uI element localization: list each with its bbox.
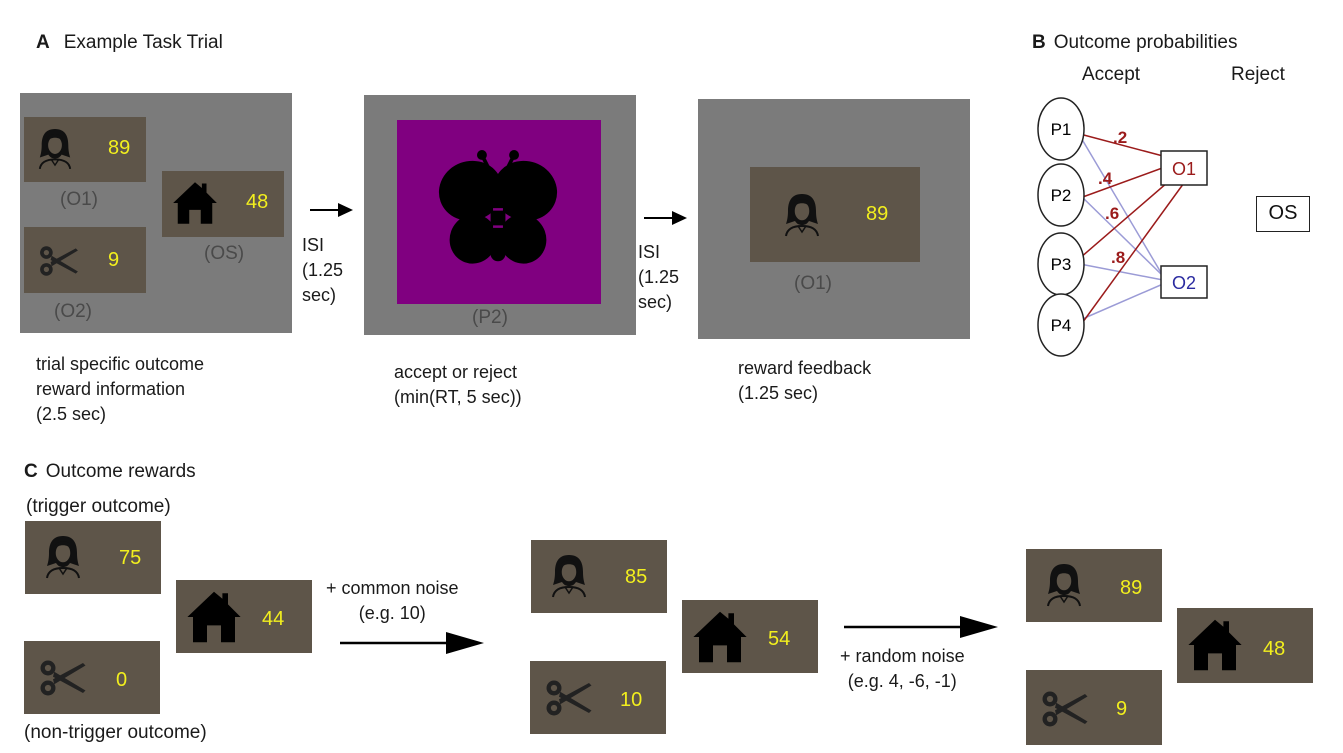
stage1-woman-card: 75 (25, 521, 161, 594)
house-icon (186, 586, 242, 648)
stage3-scissors-card: 9 (1026, 670, 1162, 745)
edge-p2-o2 (1079, 194, 1164, 277)
node-os: OS (1256, 196, 1310, 232)
isi-arrow-2 (642, 208, 688, 228)
card-o1-value: 89 (108, 137, 131, 159)
random-noise-label: + random noise (e.g. 4, -6, -1) (840, 646, 965, 691)
stage2-woman-value: 85 (625, 566, 648, 588)
edge-p4-o1 (1079, 175, 1190, 327)
edge-p3-o1 (1079, 175, 1176, 259)
woman-icon (36, 127, 74, 169)
stage3-woman-value: 89 (1120, 577, 1143, 599)
panel-b-letter: B (1032, 32, 1046, 53)
isi-arrow-1 (308, 200, 354, 220)
node-p2-label: P2 (1051, 186, 1072, 205)
stage3-house-value: 48 (1263, 638, 1286, 660)
stage2-house-value: 54 (768, 628, 791, 650)
reject-label: Reject (1231, 64, 1285, 85)
node-o1 (1160, 150, 1208, 186)
house-icon (1187, 614, 1243, 676)
scissors-icon (544, 679, 594, 717)
stage2-house-card: 54 (682, 600, 818, 673)
edge-p1-o2 (1079, 135, 1164, 277)
label-p2: (P2) (472, 307, 508, 328)
edge-p1-o1 (1079, 133, 1164, 157)
panel-a-letter: A (36, 32, 50, 53)
screen-outcome-info: 89 (O1) 48 (OS) 9 (O2) (20, 93, 292, 333)
label-os: (OS) (204, 243, 245, 264)
stage3-scissors-value: 9 (1116, 698, 1128, 720)
probability-diagram: P1 P2 P3 P4 O1 O2 .2 .4 .6 .8 (1037, 97, 1208, 357)
edge-p4-o2 (1079, 283, 1164, 321)
label-o1: (O1) (60, 189, 98, 210)
isi-label-2: ISI (1.25 sec) (638, 242, 680, 312)
edge-p3-o2 (1079, 263, 1164, 281)
prob-label-1: .2 (1113, 128, 1127, 147)
stage3-house-card: 48 (1177, 608, 1313, 683)
prob-label-3: .6 (1105, 204, 1119, 223)
common-noise-arrow (338, 628, 488, 658)
panel-a-title: A Example Task Trial (36, 30, 223, 55)
card-o2-value: 9 (108, 249, 120, 271)
card-os: 48 (162, 171, 284, 237)
butterfly-icon (427, 150, 569, 286)
house-icon (692, 606, 748, 668)
prob-label-2: .4 (1098, 169, 1113, 188)
caption-feedback: reward feedback (1.25 sec) (738, 358, 872, 403)
stage3-woman-card: 89 (1026, 549, 1162, 622)
stage2-woman-card: 85 (531, 540, 667, 613)
node-p3-label: P3 (1051, 255, 1072, 274)
prob-label-4: .8 (1111, 248, 1125, 267)
edge-p2-o1 (1079, 166, 1166, 199)
panel-c-title-text: Outcome rewards (45, 461, 196, 482)
stage1-woman-value: 75 (119, 547, 142, 569)
woman-icon (782, 191, 822, 237)
node-os-label: OS (1268, 202, 1298, 224)
stage1-scissors-card: 0 (24, 641, 160, 714)
scissors-icon (38, 659, 88, 697)
stage1-scissors-value: 0 (116, 669, 128, 691)
label-o2: (O2) (54, 301, 92, 322)
panel-c-letter: C (24, 461, 38, 482)
panel-b-title-text: Outcome probabilities (1053, 32, 1238, 53)
caption-outcome-info: trial specific outcome reward informatio… (36, 354, 205, 424)
non-trigger-outcome-label: (non-trigger outcome) (24, 722, 207, 743)
screen-stimulus: (P2) (364, 95, 636, 335)
random-noise-arrow (842, 612, 1002, 642)
stage1-house-value: 44 (262, 608, 285, 630)
node-p4-label: P4 (1051, 316, 1072, 335)
node-p2 (1037, 163, 1085, 227)
node-o2-label: O2 (1172, 273, 1196, 293)
node-o2 (1160, 265, 1208, 299)
node-p4 (1037, 293, 1085, 357)
node-p1-label: P1 (1051, 120, 1072, 139)
woman-icon (1044, 561, 1084, 607)
card-feedback-value: 89 (866, 203, 889, 225)
accept-label: Accept (1082, 64, 1141, 85)
stimulus-purple-square (397, 120, 601, 304)
isi-label-1: ISI (1.25 sec) (302, 235, 344, 305)
scissors-icon (1040, 690, 1090, 728)
scissors-icon (38, 245, 80, 277)
screen-feedback: 89 (O1) (698, 99, 970, 339)
woman-icon (549, 552, 589, 598)
stage1-house-card: 44 (176, 580, 312, 653)
card-feedback-o1: 89 (750, 167, 920, 262)
panel-a-title-text: Example Task Trial (63, 32, 223, 53)
panel-c-title: C Outcome rewards (24, 459, 196, 484)
card-os-value: 48 (246, 191, 269, 213)
trigger-outcome-label: (trigger outcome) (26, 496, 171, 517)
card-o1: 89 (24, 117, 146, 182)
node-p1 (1037, 97, 1085, 161)
node-o1-label: O1 (1172, 159, 1196, 179)
label-feedback-o1: (O1) (794, 273, 832, 294)
common-noise-label: + common noise (e.g. 10) (326, 578, 459, 623)
woman-icon (43, 533, 83, 579)
stage2-scissors-card: 10 (530, 661, 666, 734)
stage2-scissors-value: 10 (620, 689, 643, 711)
house-icon (172, 177, 218, 229)
panel-b-title: B Outcome probabilities (1032, 30, 1238, 55)
caption-stimulus: accept or reject (min(RT, 5 sec)) (394, 362, 522, 407)
card-o2: 9 (24, 227, 146, 293)
